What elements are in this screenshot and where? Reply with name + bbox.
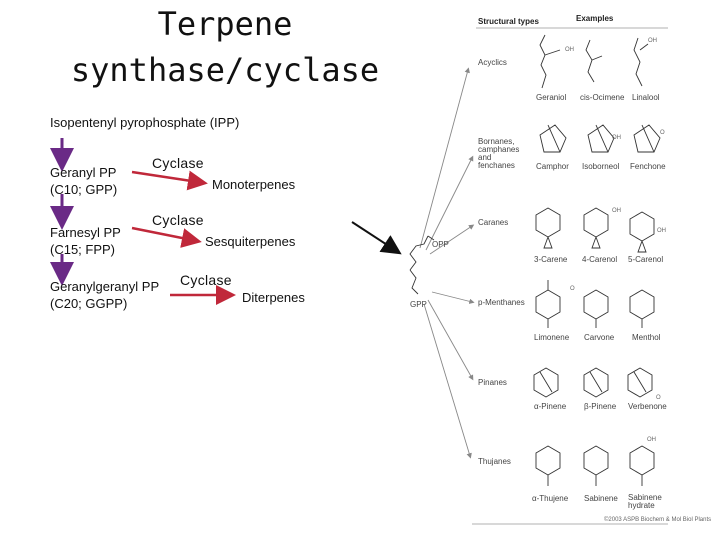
gpp-label: GPP [410, 300, 427, 309]
product-sesquiterpenes: Sesquiterpenes [205, 234, 296, 249]
product-monoterpenes: Monoterpenes [212, 177, 296, 192]
figure-header-types: Structural types [478, 17, 539, 26]
example-geraniol: Geraniol [536, 93, 567, 102]
enzyme-cyclase-1: Cyclase [152, 155, 204, 171]
o-mark: O [570, 286, 575, 292]
oh-mark: OH [612, 208, 621, 214]
substrate-ggpp-abbr: (C20; GGPP) [50, 296, 128, 311]
arrow-to-gpp-figure [351, 221, 402, 255]
example-limonene: Limonene [534, 333, 570, 342]
substrate-ggpp-name: Geranylgeranyl PP [50, 279, 160, 294]
arrow-gpp-cyclase [131, 170, 208, 191]
substrate-gpp-name: Geranyl PP [50, 165, 117, 180]
substrate-fpp-abbr: (C15; FPP) [50, 242, 116, 257]
type-label-thujanes: Thujanes [478, 457, 511, 466]
page-title-line2: synthase/cyclase [70, 51, 380, 89]
arrow-fpp-cyclase [131, 226, 202, 248]
example-carvone: Carvone [584, 333, 615, 342]
type-label-pinanes: Pinanes [478, 378, 507, 387]
example-camphor: Camphor [536, 162, 569, 171]
oh-mark: OH [657, 228, 666, 234]
product-diterpenes: Diterpenes [242, 290, 305, 305]
example-verbenone: Verbenone [628, 402, 667, 411]
example-linalool: Linalool [632, 93, 660, 102]
page-title-line1: Terpene [157, 5, 293, 43]
o-mark: O [656, 395, 661, 401]
substrate-fpp-name: Farnesyl PP [50, 225, 121, 240]
example-5-carenol: 5-Carenol [628, 255, 664, 264]
example-isoborneol: Isoborneol [582, 162, 620, 171]
oh-mark: OH [648, 38, 657, 44]
example-fenchone: Fenchone [630, 162, 666, 171]
type-label-p-menthanes: p-Menthanes [478, 298, 525, 307]
molecule-sketches [533, 34, 661, 486]
enzyme-cyclase-2: Cyclase [152, 212, 204, 228]
type-label-bornanes: Bornanes, camphanes and fenchanes [478, 137, 520, 170]
example-menthol: Menthol [632, 333, 661, 342]
ipp-label: Isopentenyl pyrophosphate (IPP) [50, 115, 240, 130]
enzyme-cyclase-3: Cyclase [180, 272, 232, 288]
type-label-acyclics: Acyclics [478, 58, 507, 67]
oh-mark: OH [647, 437, 656, 443]
example-3-carene: 3-Carene [534, 255, 568, 264]
figure-header-examples: Examples [576, 14, 614, 23]
oh-mark: OH [612, 135, 621, 141]
type-label-caranes: Caranes [478, 218, 509, 227]
example-alpha-thujene: α-Thujene [532, 494, 569, 503]
oh-mark: OH [565, 47, 574, 53]
substrate-gpp-abbr: (C10; GPP) [50, 182, 118, 197]
opp-label: OPP [432, 240, 449, 249]
o-mark: O [660, 130, 665, 136]
example-sabinene-hydrate: Sabinene hydrate [628, 493, 662, 510]
example-alpha-pinene: α-Pinene [534, 402, 567, 411]
example-sabinene: Sabinene [584, 494, 618, 503]
figure-copyright: ©2003 ASPB Biochem & Mol Biol Plants [604, 517, 712, 523]
gpp-structure [409, 235, 435, 295]
example-beta-pinene: β-Pinene [584, 402, 617, 411]
example-4-carenol: 4-Carenol [582, 255, 618, 264]
example-cis-ocimene: cis-Ocimene [580, 93, 625, 102]
